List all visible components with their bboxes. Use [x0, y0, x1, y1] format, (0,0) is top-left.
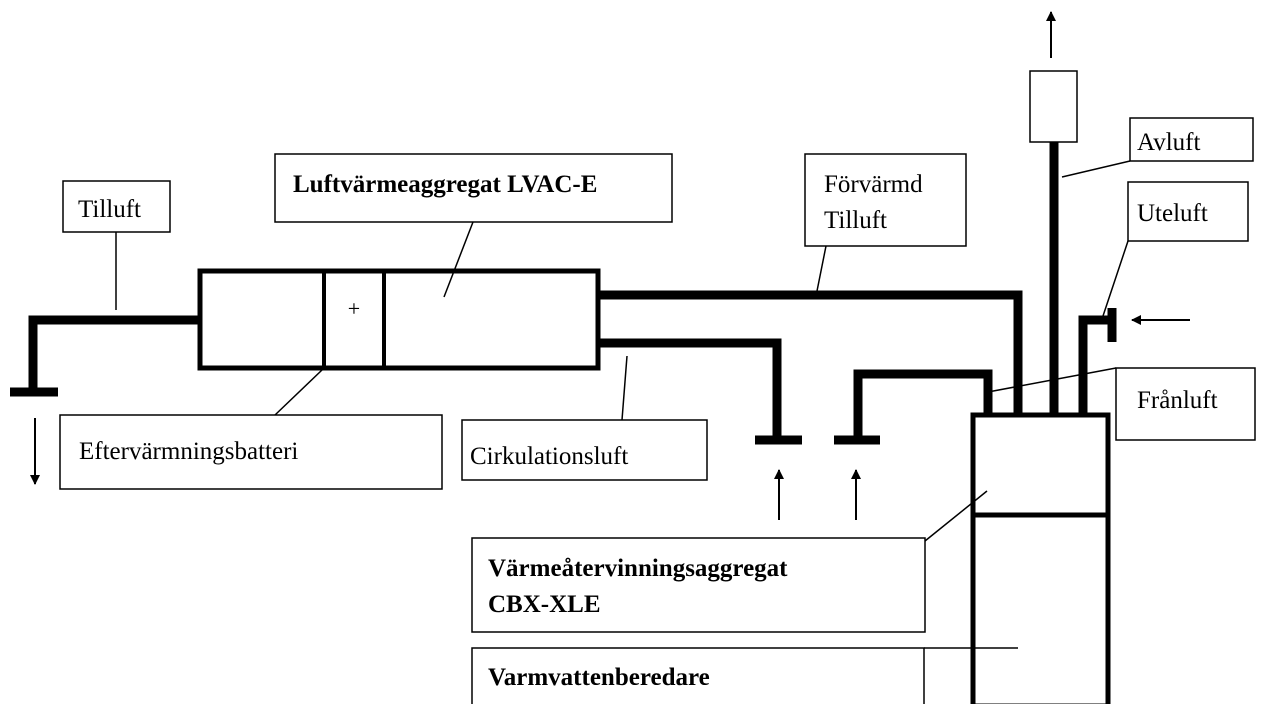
- label-avluft: Avluft: [1129, 117, 1254, 162]
- label-forvarmd-tilluft: Förvärmd Tilluft: [804, 153, 967, 247]
- label-luftvarmeaggregat: Luftvärmeaggregat LVAC-E: [274, 153, 673, 223]
- cbx-xle-unit: [970, 412, 1111, 518]
- franluft-duct: [834, 369, 993, 445]
- label-franluft: Frånluft: [1115, 367, 1256, 441]
- svg-text:Avluft: Avluft: [1137, 129, 1200, 156]
- label-uteluft: Uteluft: [1127, 181, 1249, 242]
- heater-plus-symbol: +: [348, 296, 360, 321]
- svg-text:Värmeåtervinningsaggregat: Värmeåtervinningsaggregat: [488, 555, 788, 582]
- svg-text:Tilluft: Tilluft: [824, 207, 887, 234]
- lvac-e-unit: +: [197, 268, 601, 371]
- leader-lines: [115, 160, 1131, 649]
- svg-text:Tilluft: Tilluft: [78, 196, 141, 223]
- cirkulationsluft-duct: [598, 338, 802, 445]
- lvac-e-housing: [197, 268, 601, 371]
- svg-text:Varmvattenberedare: Varmvattenberedare: [488, 664, 710, 691]
- avluft-duct: [1029, 70, 1078, 415]
- water-heater-unit: [970, 512, 1111, 704]
- svg-text:Eftervärmningsbatteri: Eftervärmningsbatteri: [79, 438, 298, 465]
- label-varmeatervinningsaggregat: Värmeåtervinningsaggregat CBX-XLE: [471, 537, 926, 633]
- svg-text:CBX-XLE: CBX-XLE: [488, 591, 601, 618]
- label-tilluft: Tilluft: [62, 180, 171, 233]
- svg-text:Förvärmd: Förvärmd: [824, 171, 923, 198]
- label-eftervarmningsbatteri: Eftervärmningsbatteri: [59, 414, 443, 490]
- forvarmd-tilluft-duct: [598, 290, 1023, 415]
- uteluft-duct: [1078, 308, 1117, 415]
- svg-text:Luftvärmeaggregat LVAC-E: Luftvärmeaggregat LVAC-E: [293, 171, 597, 198]
- label-cirkulationsluft: Cirkulationsluft: [461, 419, 708, 481]
- avluft-exhaust-cap: [1029, 70, 1078, 143]
- tilluft-duct: [10, 315, 200, 397]
- svg-text:Frånluft: Frånluft: [1137, 387, 1218, 414]
- svg-text:Uteluft: Uteluft: [1137, 200, 1208, 227]
- label-varmvattenberedare: Varmvattenberedare: [471, 647, 925, 704]
- svg-text:Cirkulationsluft: Cirkulationsluft: [470, 443, 628, 470]
